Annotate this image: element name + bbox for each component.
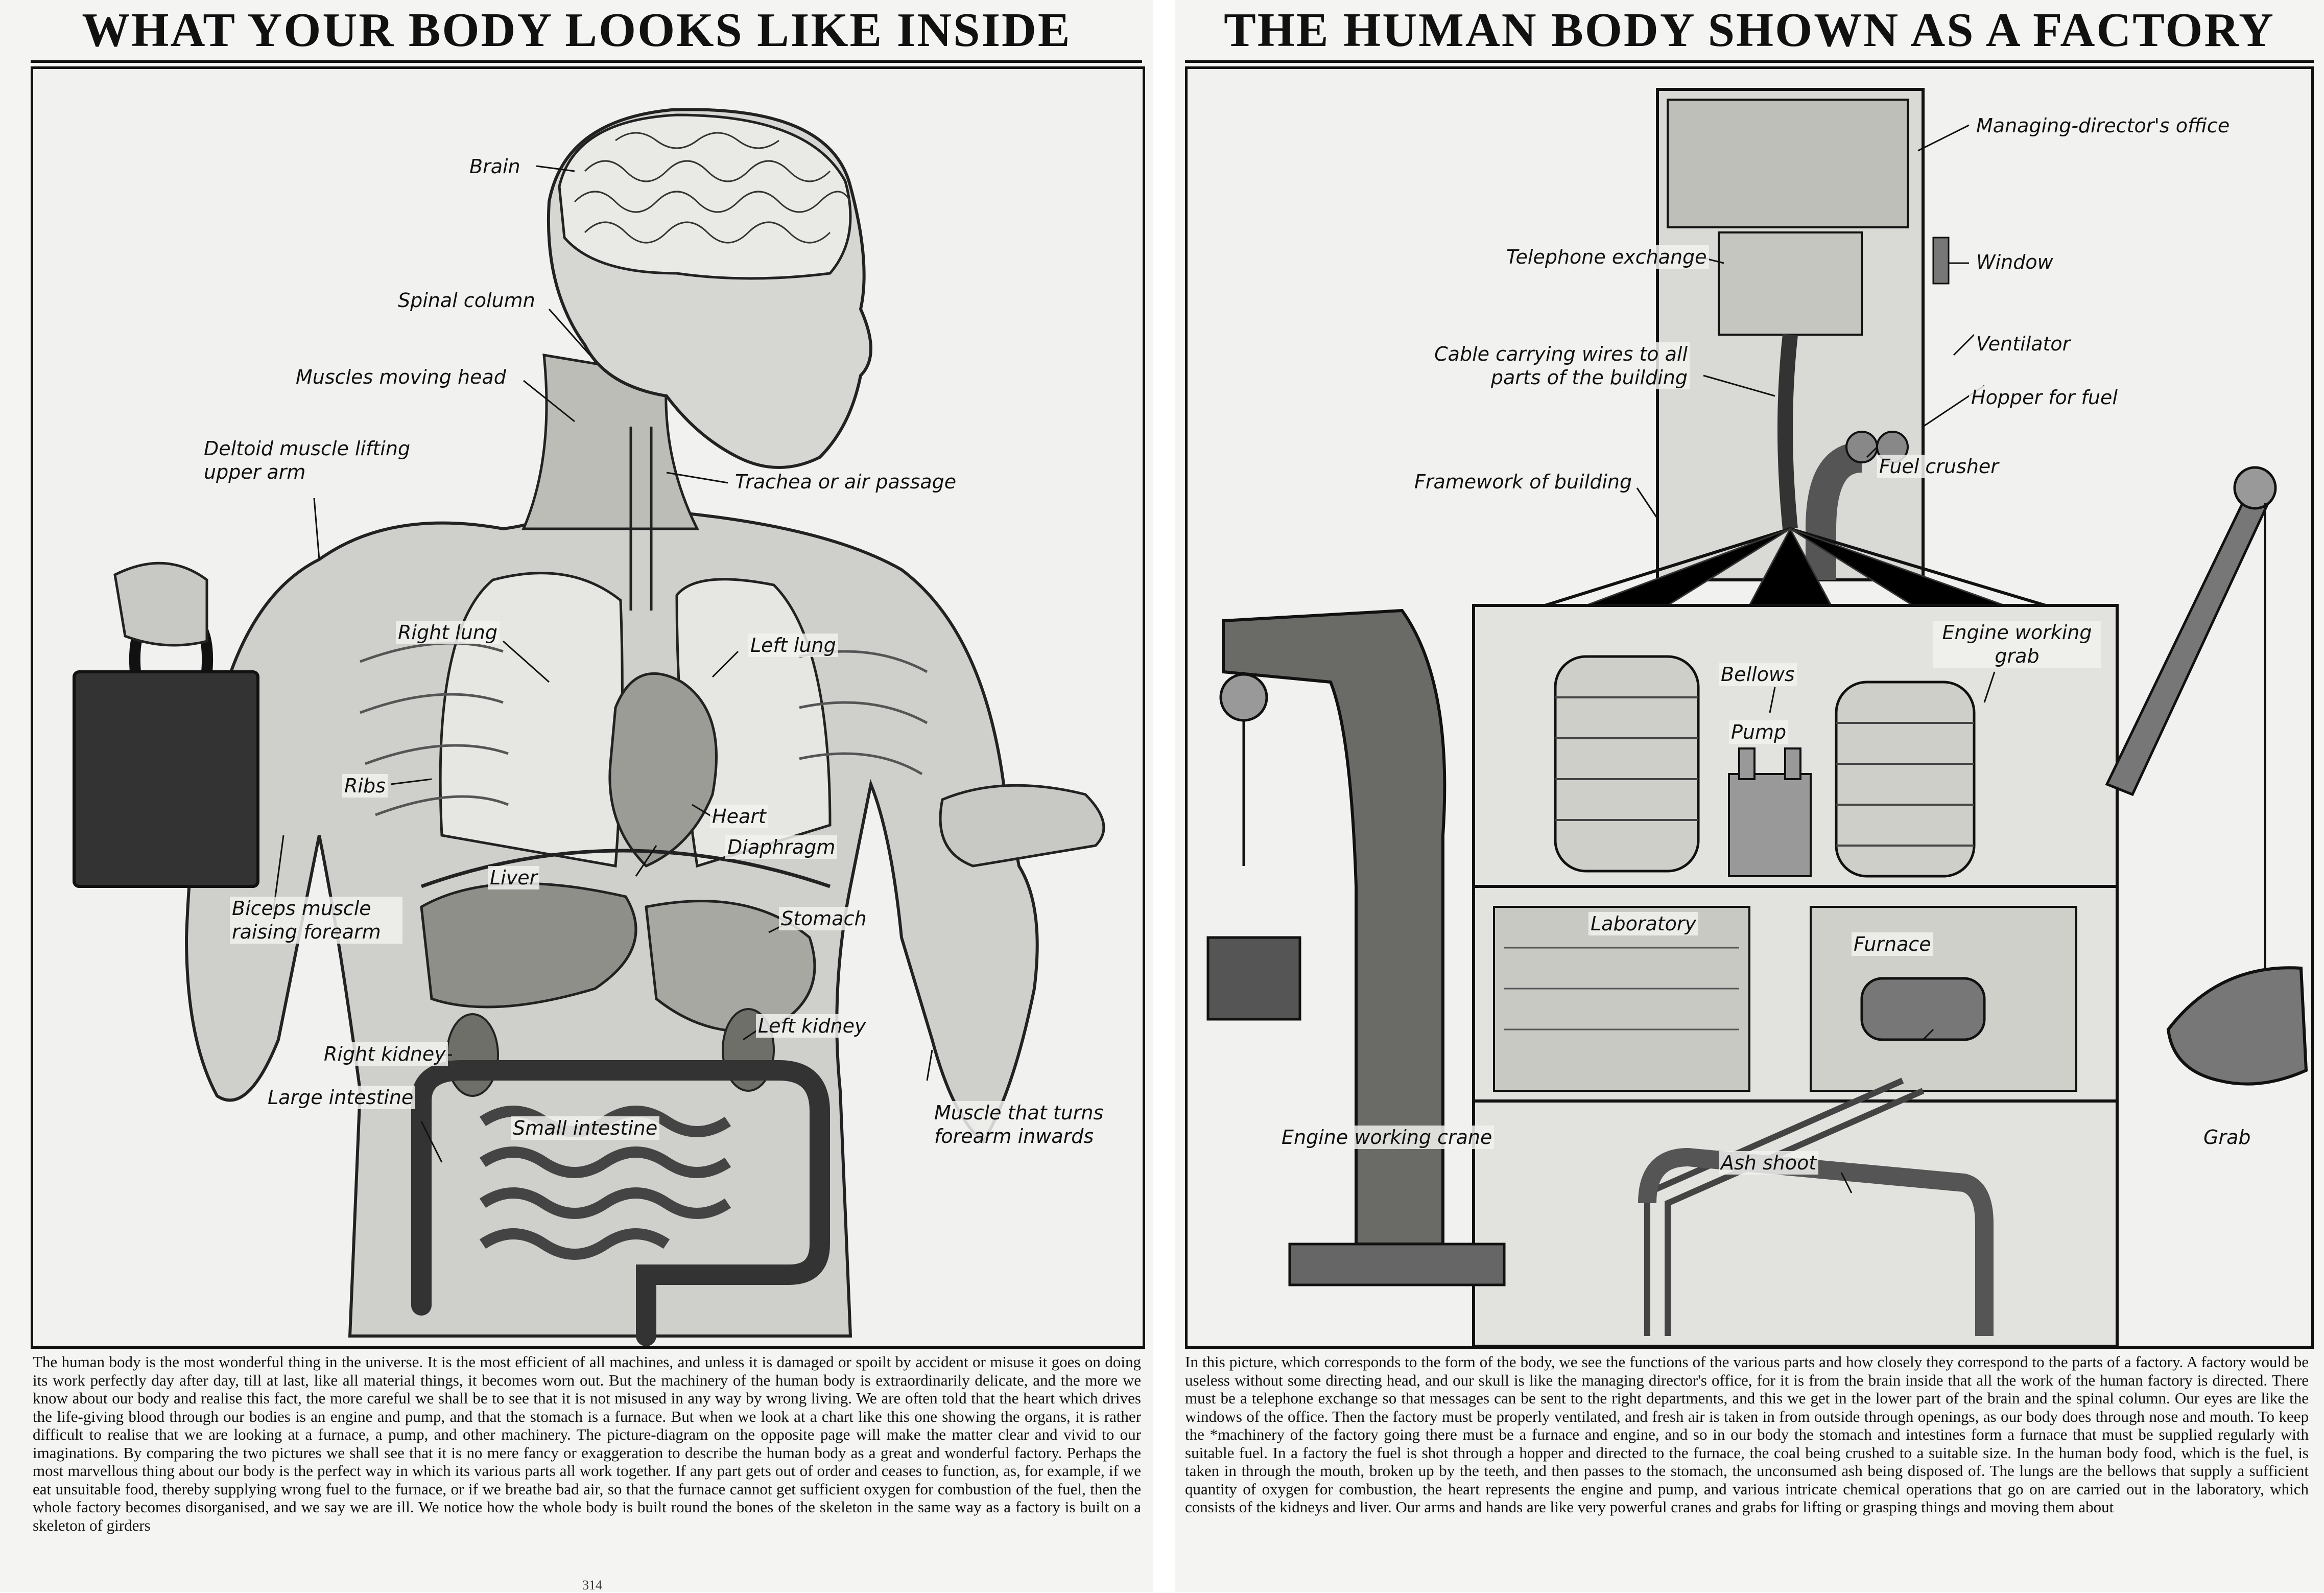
label-muscles-moving-head: Muscles moving head (294, 365, 508, 389)
right-title-rule (1185, 60, 2314, 63)
cable (1777, 334, 1798, 530)
label-stomach: Stomach (779, 907, 869, 930)
label-cable: Cable carrying wires to all parts of the… (1420, 342, 1690, 389)
right-body-text: In this picture, which corresponds to th… (1185, 1353, 2309, 1516)
crane-pulley (1219, 673, 1268, 722)
trachea (629, 427, 653, 611)
managing-office-room (1667, 99, 1909, 228)
label-fuel-crusher: Fuel crusher (1877, 455, 2001, 478)
left-page: WHAT YOUR BODY LOOKS LIKE INSIDE (0, 0, 1153, 1592)
ash-pipe (1638, 1147, 1994, 1336)
crusher-gear-1 (1845, 431, 1878, 463)
page-gutter (1153, 0, 1175, 1592)
framework-girders (1585, 527, 2005, 606)
right-page: THE HUMAN BODY SHOWN AS A FACTORY (1175, 0, 2324, 1592)
label-large-intestine: Large intestine (266, 1086, 416, 1109)
neck (521, 353, 700, 530)
crane-right-arm (2105, 486, 2272, 796)
label-furnace: Furnace (1852, 932, 1933, 956)
telephone-room (1718, 231, 1863, 336)
right-lung (439, 572, 624, 868)
anatomy-figure (73, 108, 1105, 1346)
label-left-lung: Left lung (748, 634, 838, 657)
pump (1728, 747, 1812, 877)
laboratory-shelves (1504, 947, 1739, 1030)
factory-figure (1206, 88, 2308, 1346)
crane-base (1288, 1243, 1506, 1286)
left-title-rule (31, 60, 1142, 63)
grab-bucket (2166, 966, 2308, 1086)
label-bellows: Bellows (1719, 663, 1797, 686)
laboratory-room (1493, 906, 1750, 1092)
left-page-title: WHAT YOUR BODY LOOKS LIKE INSIDE (82, 4, 1072, 57)
label-right-kidney: Right kidney (322, 1042, 448, 1066)
label-left-kidney: Left kidney (756, 1014, 868, 1038)
brain-folds (574, 132, 851, 244)
furnace-boiler (1860, 977, 1986, 1041)
large-intestine (411, 1060, 830, 1346)
stomach (645, 900, 816, 1033)
window-shape (1932, 237, 1950, 285)
heart (608, 672, 718, 868)
hand-fist (113, 561, 208, 647)
label-forearm-muscle: Muscle that turns forearm inwards (932, 1101, 1130, 1148)
right-kidney (446, 1013, 499, 1097)
crane-load (1206, 936, 1301, 1021)
bellows-right (1835, 681, 1976, 878)
bellows-left (1554, 655, 1700, 873)
label-framework: Framework of building (1412, 470, 1634, 494)
label-deltoid-muscle: Deltoid muscle lifting upper arm (202, 437, 420, 484)
label-right-lung: Right lung (396, 621, 500, 644)
label-biceps-muscle: Biceps muscle raising forearm (230, 897, 402, 944)
label-spinal-column: Spinal column (396, 289, 537, 312)
label-pump: Pump (1729, 720, 1789, 744)
crane-right-pulley (2233, 466, 2277, 510)
label-grab: Grab (2201, 1126, 2253, 1149)
label-engine-crane: Engine working crane (1279, 1126, 1495, 1149)
label-ventilator: Ventilator (1974, 332, 2073, 356)
anatomy-illustration: Brain Spinal column Muscles moving head … (31, 66, 1145, 1349)
label-trachea: Trachea or air passage (733, 470, 959, 494)
label-laboratory: Laboratory (1588, 912, 1698, 935)
left-body-text: The human body is the most wonderful thi… (33, 1353, 1141, 1534)
label-window: Window (1974, 250, 2055, 274)
label-ash-shoot: Ash shoot (1719, 1151, 1819, 1175)
factory-leader-lines (1636, 124, 1996, 1193)
factory-illustration: Managing-director's office Telephone exc… (1185, 66, 2314, 1349)
label-ribs: Ribs (342, 774, 388, 798)
label-telephone-exchange: Telephone exchange (1504, 245, 1709, 269)
open-hand (939, 784, 1105, 868)
label-small-intestine: Small intestine (511, 1116, 660, 1140)
weight (73, 670, 259, 888)
label-heart: Heart (710, 805, 768, 828)
label-diaphragm: Diaphragm (725, 835, 838, 859)
page-number: 314 (582, 1578, 602, 1592)
label-managing-office: Managing-director's office (1974, 114, 2232, 137)
label-hopper: Hopper for fuel (1969, 386, 2120, 409)
label-engine-grab: Engine working grab (1933, 621, 2101, 668)
right-page-title: THE HUMAN BODY SHOWN AS A FACTORY (1224, 4, 2275, 57)
label-brain: Brain (467, 155, 523, 178)
label-liver: Liver (488, 866, 540, 889)
diaphragm (420, 849, 831, 888)
